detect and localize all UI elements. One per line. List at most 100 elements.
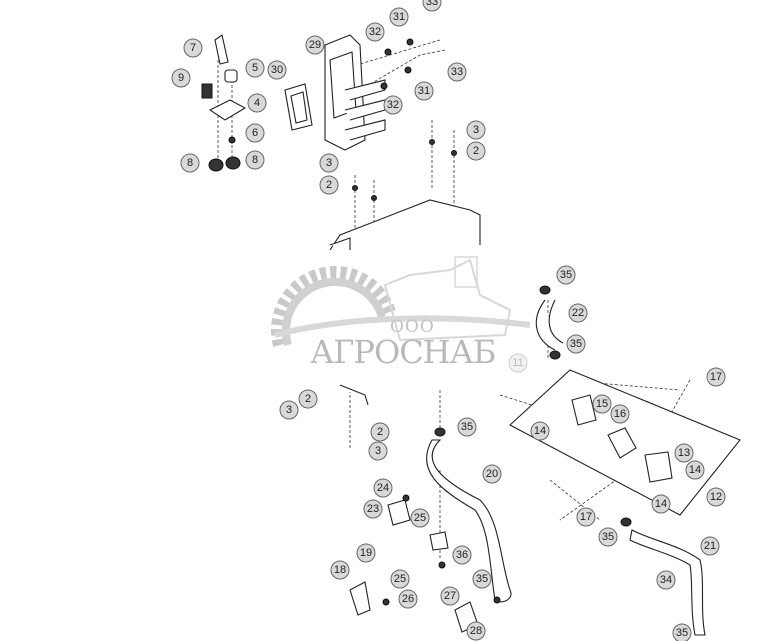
callout-31: 31 bbox=[414, 81, 434, 101]
callout-label: 25 bbox=[394, 573, 406, 585]
callout-circle bbox=[452, 545, 472, 565]
callout-circle bbox=[247, 93, 267, 113]
callout-label: 27 bbox=[444, 590, 456, 602]
callout-label: 31 bbox=[393, 11, 405, 23]
callout-circle bbox=[245, 58, 265, 78]
hoses bbox=[426, 285, 706, 636]
callout-24: 24 bbox=[373, 478, 393, 498]
callout-label: 28 bbox=[470, 625, 482, 637]
callout-7: 7 bbox=[183, 38, 203, 58]
callout-15: 15 bbox=[592, 394, 612, 414]
callout-circle bbox=[466, 621, 486, 641]
callout-label: 35 bbox=[461, 421, 473, 433]
callout-label: 35 bbox=[476, 573, 488, 585]
callout-label: 14 bbox=[534, 425, 546, 437]
callout-circle bbox=[656, 570, 676, 590]
callout-13: 13 bbox=[674, 443, 694, 463]
callout-33: 33 bbox=[447, 62, 467, 82]
callout-circle bbox=[466, 120, 486, 140]
callout-3: 3 bbox=[368, 441, 388, 461]
callout-2: 2 bbox=[466, 141, 486, 161]
callout-2: 2 bbox=[298, 389, 318, 409]
callout-3: 3 bbox=[319, 153, 339, 173]
callout-circle bbox=[422, 0, 442, 12]
callout-label: 2 bbox=[305, 393, 311, 405]
callout-28: 28 bbox=[466, 621, 486, 641]
callout-23: 23 bbox=[363, 499, 383, 519]
callout-label: 13 bbox=[678, 447, 690, 459]
callout-26: 26 bbox=[398, 589, 418, 609]
callout-circle bbox=[389, 7, 409, 27]
callout-32: 32 bbox=[365, 22, 385, 42]
callout-circle bbox=[180, 153, 200, 173]
callout-label: 2 bbox=[377, 426, 383, 438]
callout-25: 25 bbox=[410, 508, 430, 528]
callout-circle bbox=[556, 265, 576, 285]
callout-circle bbox=[390, 569, 410, 589]
callout-label: 29 bbox=[309, 39, 321, 51]
callout-21: 21 bbox=[700, 536, 720, 556]
callout-circle bbox=[568, 303, 588, 323]
callout-label: 17 bbox=[580, 511, 592, 523]
callout-circle bbox=[651, 494, 671, 514]
callout-circle bbox=[672, 623, 692, 641]
callout-label: 26 bbox=[402, 593, 414, 605]
callout-circle bbox=[279, 400, 299, 420]
callout-circle bbox=[466, 141, 486, 161]
callout-circle bbox=[171, 68, 191, 88]
callout-27: 27 bbox=[440, 586, 460, 606]
callout-label: 21 bbox=[704, 540, 716, 552]
frame-plate bbox=[329, 139, 481, 251]
callout-circle bbox=[373, 478, 393, 498]
callout-35: 35 bbox=[566, 334, 586, 354]
callout-3: 3 bbox=[466, 120, 486, 140]
callout-14: 14 bbox=[530, 421, 550, 441]
callout-label: 32 bbox=[387, 99, 399, 111]
callout-14: 14 bbox=[685, 460, 705, 480]
callout-label: 25 bbox=[414, 512, 426, 524]
callout-label: 3 bbox=[286, 404, 292, 416]
callout-29: 29 bbox=[305, 35, 325, 55]
callout-circle bbox=[183, 38, 203, 58]
callout-label: 6 bbox=[252, 127, 258, 139]
callout-circle bbox=[508, 353, 528, 373]
callout-circle bbox=[398, 589, 418, 609]
callout-circle bbox=[447, 62, 467, 82]
callout-circle bbox=[330, 560, 350, 580]
callout-circle bbox=[706, 367, 726, 387]
combine-gear-logo-icon bbox=[271, 256, 531, 347]
callout-circle bbox=[457, 417, 477, 437]
callout-3: 3 bbox=[279, 400, 299, 420]
callout-circle bbox=[576, 507, 596, 527]
callout-22: 22 bbox=[568, 303, 588, 323]
callout-20: 20 bbox=[482, 464, 502, 484]
callout-label: 8 bbox=[187, 157, 193, 169]
callout-label: 33 bbox=[451, 66, 463, 78]
callout-35: 35 bbox=[556, 265, 576, 285]
callout-12: 12 bbox=[706, 487, 726, 507]
callout-label: 14 bbox=[689, 464, 701, 476]
callout-label: 18 bbox=[334, 564, 346, 576]
callout-6: 6 bbox=[245, 123, 265, 143]
callout-label: 8 bbox=[252, 154, 258, 166]
callout-circle bbox=[530, 421, 550, 441]
callout-circle bbox=[414, 81, 434, 101]
callout-18: 18 bbox=[330, 560, 350, 580]
callout-5: 5 bbox=[245, 58, 265, 78]
watermark-prefix: ООО bbox=[390, 317, 435, 337]
callout-circle bbox=[267, 60, 287, 80]
callout-circle bbox=[706, 487, 726, 507]
callout-11: 11 bbox=[508, 353, 528, 373]
callout-label: 5 bbox=[252, 62, 258, 74]
callout-33: 33 bbox=[422, 0, 442, 12]
callout-label: 12 bbox=[710, 491, 722, 503]
callout-circle bbox=[674, 443, 694, 463]
air-filter-housing bbox=[284, 34, 414, 151]
callout-label: 24 bbox=[377, 482, 389, 494]
callout-label: 2 bbox=[473, 145, 479, 157]
callout-label: 16 bbox=[614, 408, 626, 420]
callout-label: 3 bbox=[326, 157, 332, 169]
callout-8: 8 bbox=[180, 153, 200, 173]
callout-label: 22 bbox=[572, 307, 584, 319]
